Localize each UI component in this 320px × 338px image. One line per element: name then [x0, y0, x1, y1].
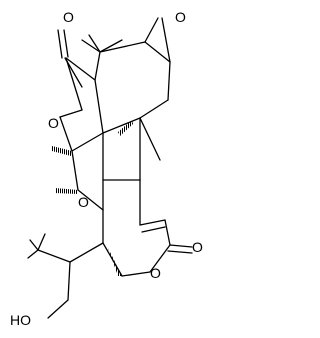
epoxide-cyclohexane-ring: [99, 17, 171, 134]
structure-diagram: O O O O O O HO: [10, 9, 203, 328]
hashed-h-bottom: [108, 248, 122, 276]
top-methyl: [81, 34, 123, 81]
hashed-h-left: [52, 146, 72, 156]
hydroxy-side-chain: [27, 233, 104, 319]
oxygen-label: O: [78, 194, 89, 210]
oxygen-label: O: [175, 9, 186, 25]
oxygen-label: O: [150, 265, 161, 281]
oxygen-label: O: [192, 239, 203, 255]
bottom-lactone-ring: [102, 179, 193, 277]
oxygen-label: O: [63, 9, 74, 25]
methyl-wedge-mid: [118, 120, 133, 136]
top-lactone-ring: [57, 29, 104, 152]
hashed-h-lower-left: [55, 188, 78, 194]
hydroxyl-label: HO: [10, 312, 31, 328]
oxygen-label: O: [48, 115, 59, 131]
molecule-drawing: O O O O O O HO: [10, 9, 203, 328]
central-ring: [71, 117, 161, 211]
